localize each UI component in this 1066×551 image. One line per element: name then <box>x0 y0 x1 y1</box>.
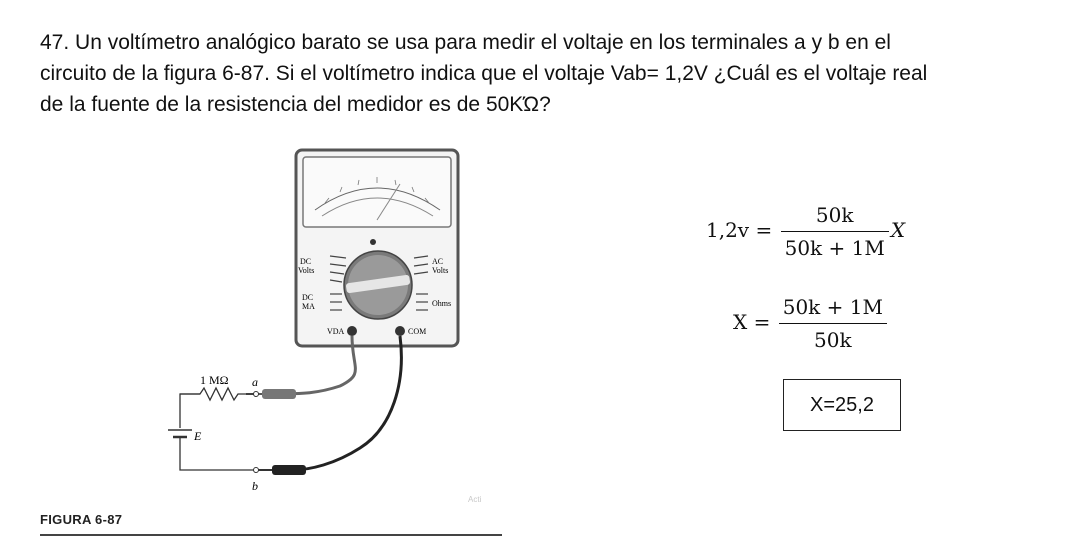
eq2-lhs: X = <box>733 310 771 334</box>
com-label: COM <box>408 327 426 336</box>
resistor-label: 1 MΩ <box>200 373 229 387</box>
answer-box: X=25,2 <box>783 379 901 431</box>
terminal-a-label: a <box>252 375 258 389</box>
terminal-b <box>253 467 259 473</box>
terminal-a <box>253 391 259 397</box>
eq1-denominator: 50k + 1M <box>780 231 889 260</box>
question-text: 47. Un voltímetro analógico barato se us… <box>40 27 1050 120</box>
zero-adjust-screw <box>370 239 376 245</box>
meter-display <box>302 156 452 228</box>
caption-rule <box>40 534 502 536</box>
range-marks <box>329 255 429 311</box>
eq2-fraction: 50k + 1M 50k <box>778 295 887 352</box>
eq1-lhs: 1,2v = <box>706 218 773 242</box>
range-selector-pointer <box>346 274 410 294</box>
answer-value: X=25,2 <box>810 393 874 416</box>
equation-2: X = 50k + 1M 50k <box>733 295 889 352</box>
meter-scale-arc-inner <box>321 197 434 217</box>
eq1-rhs: X <box>890 218 906 242</box>
equation-1: 1,2v = 50k 50k + 1M X <box>706 203 905 260</box>
eq2-denominator: 50k <box>778 323 887 352</box>
source-label: E <box>193 429 202 443</box>
meter-needle <box>376 183 401 221</box>
resistor-symbol <box>180 386 254 402</box>
terminal-b-label: b <box>252 479 258 493</box>
figure-caption: FIGURA 6-87 <box>40 512 123 527</box>
probe-b <box>272 465 306 475</box>
ohms-label: Ohms <box>432 299 451 308</box>
probe-a <box>262 389 296 399</box>
com-jack <box>395 326 405 336</box>
eq2-numerator: 50k + 1M <box>782 295 883 319</box>
circuit-wire-top <box>179 393 200 428</box>
black-lead-wire <box>291 335 403 472</box>
vda-label: VDA <box>327 327 345 336</box>
question-line-1: 47. Un voltímetro analógico barato se us… <box>40 31 891 54</box>
eq1-fraction: 50k 50k + 1M <box>780 203 889 260</box>
vda-jack <box>347 326 357 336</box>
question-line-3: de la fuente de la resistencia del medid… <box>40 93 551 116</box>
meter-scale-arc <box>314 187 441 211</box>
meter-scale-ticks <box>324 177 430 204</box>
watermark-text: Acti <box>468 495 482 504</box>
eq1-numerator: 50k <box>815 203 854 227</box>
circuit-wire-bottom <box>179 438 254 471</box>
question-line-2: circuito de la figura 6-87. Si el voltím… <box>40 62 928 85</box>
